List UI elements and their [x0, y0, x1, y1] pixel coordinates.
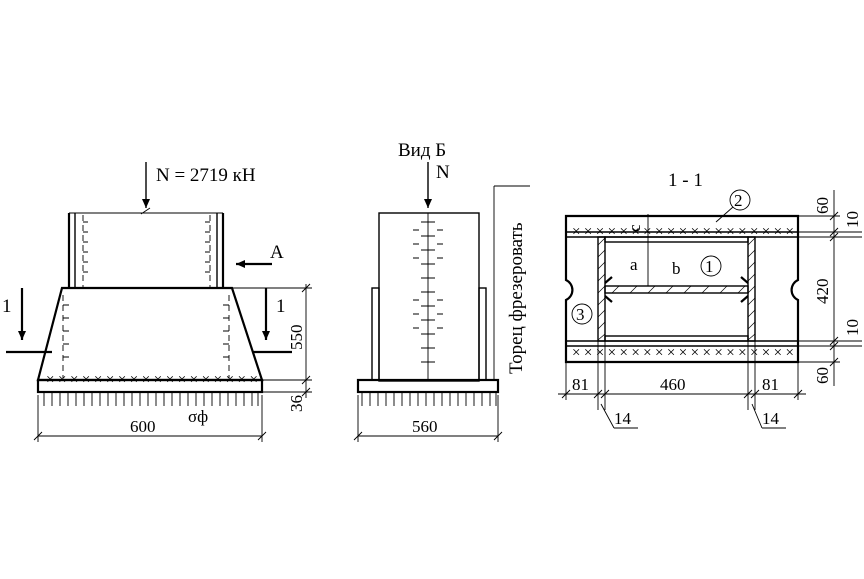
dim-60-top: 60 [813, 197, 832, 214]
dim-60-bot: 60 [813, 367, 832, 384]
callout-1: 1 [705, 257, 714, 276]
section-mark-right: 1 [276, 296, 286, 317]
dim-14-left: 14 [614, 409, 632, 428]
label-a: a [630, 255, 638, 274]
svg-text:× × × × × × × × × × × × × × ×: × × × × × × × × × × × × × × × × × × × [572, 345, 794, 361]
view-b-load: N [436, 162, 450, 183]
load-label: N = 2719 кН [156, 165, 256, 186]
front-view: N = 2719 кН × × × × × × × × × × × × × × … [2, 162, 312, 442]
side-note: Торец фрезеровать [506, 222, 527, 374]
dim-14-right: 14 [762, 409, 780, 428]
dim-81-right: 81 [762, 375, 779, 394]
section-mark-left: 1 [2, 296, 12, 317]
dim-460: 460 [660, 375, 686, 394]
stress-label: σф [188, 407, 208, 426]
dim-600: 600 [130, 417, 156, 436]
section-1-1: 1 - 1 × × × × × × × × × × × × × × × × × … [558, 170, 862, 429]
dim-10-top: 10 [843, 211, 862, 228]
dim-81-left: 81 [572, 375, 589, 394]
svg-text:× × × × × × × × × × × × × × ×: × × × × × × × × × × × × × × × × × × × [572, 224, 794, 240]
dim-550: 550 [287, 325, 306, 351]
arrow-a-label: А [270, 242, 284, 263]
dim-420: 420 [813, 279, 832, 305]
section-title: 1 - 1 [668, 170, 703, 191]
dim-560: 560 [412, 417, 438, 436]
pressure-arrows-front [43, 392, 259, 406]
callout-3: 3 [576, 305, 585, 324]
side-view: Вид Б N 560 Торец фрезеровать [353, 140, 530, 442]
label-b: b [672, 259, 681, 278]
dim-36: 36 [287, 395, 306, 412]
dim-10-bot: 10 [843, 319, 862, 336]
label-c: c [625, 224, 644, 232]
callout-2: 2 [734, 191, 743, 210]
view-b-title: Вид Б [398, 140, 446, 161]
